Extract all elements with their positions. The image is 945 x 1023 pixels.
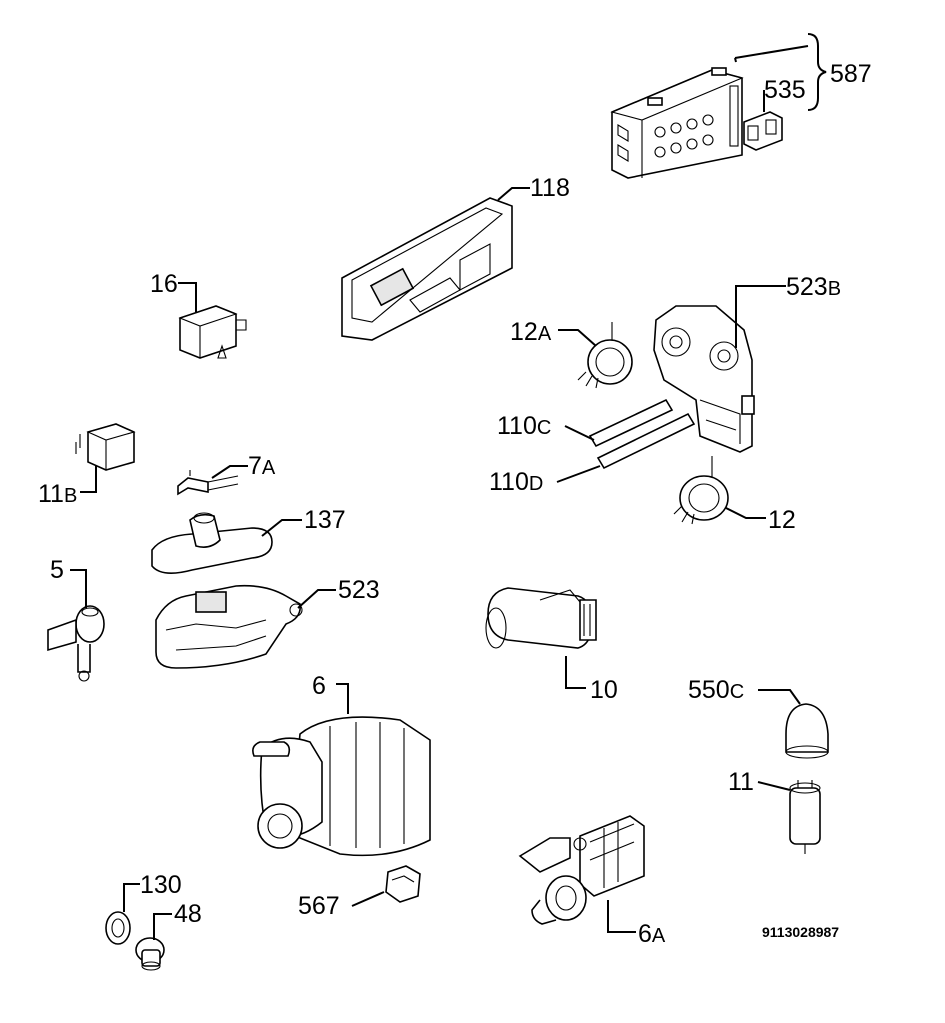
svg-text:7A: 7A	[248, 452, 276, 480]
part-6a-drain-pump	[518, 815, 645, 925]
label-16: 16	[150, 270, 178, 298]
svg-text:6A: 6A	[638, 920, 666, 948]
part-523b-sensor-bracket	[653, 305, 755, 453]
svg-text:110D: 110D	[489, 468, 543, 496]
label-11b: 11B	[38, 480, 77, 508]
part-118-dispenser	[341, 197, 513, 341]
leader-6a	[607, 900, 636, 933]
part-110c-tube	[588, 398, 674, 448]
leader-110d	[556, 465, 601, 483]
label-12a: 12A	[510, 318, 552, 346]
label-567: 567	[298, 892, 340, 920]
label-587: 587	[830, 60, 872, 88]
part-130-seal	[105, 911, 131, 945]
label-130: 130	[140, 871, 182, 899]
label-11: 11	[728, 768, 754, 796]
part-587-control-board	[610, 67, 744, 179]
label-110d: 110D	[489, 468, 543, 496]
label-6: 6	[312, 672, 326, 700]
label-6a: 6A	[638, 920, 666, 948]
leader-118	[497, 187, 530, 201]
leader-6	[336, 683, 349, 714]
leader-12	[725, 507, 766, 519]
label-48: 48	[174, 900, 202, 928]
part-6-motor	[252, 716, 431, 857]
svg-text:550C: 550C	[688, 676, 744, 704]
label-5: 5	[50, 556, 64, 584]
label-523b: 523B	[786, 273, 841, 301]
part-137-cover	[151, 512, 273, 574]
part-550c-cap	[785, 703, 829, 759]
leader-550c	[758, 689, 801, 705]
leader-587	[734, 45, 809, 59]
part-7a-clip	[177, 470, 239, 496]
svg-text:12A: 12A	[510, 318, 552, 346]
part-5-valve	[47, 605, 105, 682]
svg-text:523B: 523B	[786, 273, 841, 301]
leader-523b	[735, 285, 786, 348]
leader-10	[565, 656, 586, 689]
leader-130	[123, 883, 140, 912]
part-12a-pressure-switch	[577, 322, 633, 389]
leader-7a	[211, 465, 248, 479]
part-535-connector	[743, 111, 783, 151]
svg-text:110C: 110C	[497, 412, 551, 440]
label-110c: 110C	[497, 412, 551, 440]
label-523: 523	[338, 576, 380, 604]
part-11b-relay	[75, 423, 136, 471]
leader-110c	[564, 425, 595, 441]
leader-523	[297, 589, 336, 609]
part-523-sump-base	[155, 584, 303, 669]
label-550c: 550C	[688, 676, 744, 704]
label-118: 118	[530, 174, 570, 202]
leader-567	[351, 891, 385, 907]
part-11-capacitor	[789, 780, 821, 854]
leader-16	[178, 282, 197, 312]
label-535: 535	[764, 76, 806, 104]
part-567-clip	[385, 865, 421, 903]
leader-12a	[558, 329, 597, 347]
part-110d-tube	[596, 412, 696, 470]
label-7a: 7A	[248, 452, 276, 480]
leader-587-b	[734, 57, 737, 63]
document-number: 9113028987	[762, 924, 839, 940]
part-12-pressure-switch	[673, 456, 729, 525]
part-16-switch	[178, 305, 247, 359]
leader-11	[757, 781, 791, 791]
svg-text:11B: 11B	[38, 480, 77, 508]
brace-587	[807, 33, 827, 111]
label-137: 137	[304, 506, 346, 534]
leader-137	[261, 519, 302, 537]
leader-11b	[80, 466, 97, 493]
leader-48	[153, 913, 172, 940]
part-48-plug	[135, 937, 165, 971]
label-10: 10	[590, 676, 618, 704]
leader-5	[70, 569, 87, 608]
label-12: 12	[768, 506, 796, 534]
part-10-heater	[485, 587, 597, 649]
